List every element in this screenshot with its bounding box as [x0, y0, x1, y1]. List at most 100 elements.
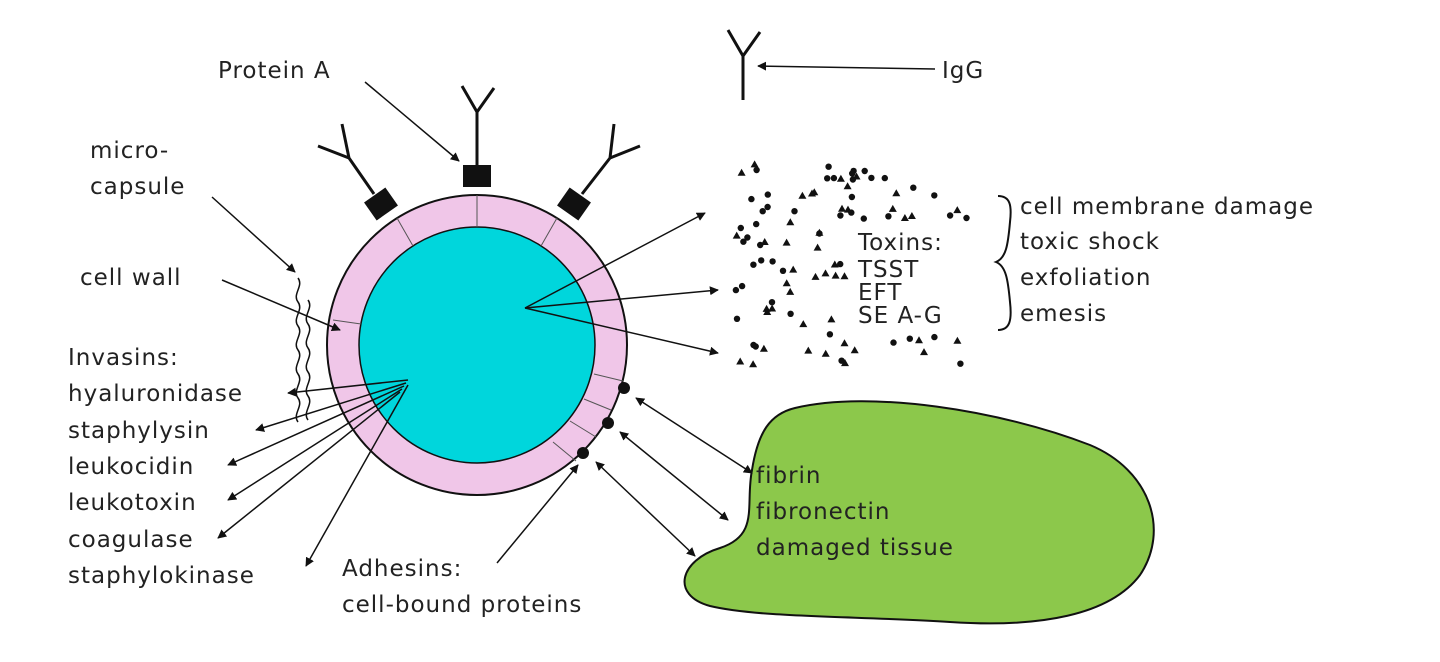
adhesins-label-line1: Adhesins:	[342, 556, 462, 582]
toxin-triangle	[840, 339, 849, 347]
toxins-heading: Toxins:	[857, 230, 943, 256]
toxin-dot	[764, 203, 771, 211]
toxin-triangle	[888, 204, 897, 212]
toxin-dot	[748, 195, 755, 203]
toxin-dot	[737, 224, 744, 232]
tissue-item: fibronectin	[756, 499, 890, 525]
toxin-dot	[931, 192, 938, 199]
toxin-dot	[890, 339, 897, 346]
toxin-triangle	[782, 238, 791, 246]
tissue-item: fibrin	[756, 463, 822, 489]
toxin-triangle	[799, 320, 808, 328]
toxin-dot	[768, 299, 776, 306]
toxin-triangle	[830, 260, 839, 268]
toxin-dot	[849, 176, 857, 183]
microcapsule-label-line1: micro-	[90, 138, 169, 164]
tissue-item: damaged tissue	[756, 535, 954, 561]
effect-item: exfoliation	[1020, 265, 1151, 291]
toxin-dot	[826, 331, 834, 338]
toxin-dot	[825, 163, 832, 170]
adhesins-label-line2: cell-bound proteins	[342, 592, 582, 618]
toxin-triangle	[843, 182, 852, 190]
damaged-tissue-area	[683, 400, 1155, 625]
toxin-dot	[750, 261, 757, 268]
toxin-dot	[733, 315, 741, 322]
cell-wall-arrow	[221, 279, 341, 331]
toxin-dot	[791, 208, 798, 215]
toxin-triangle	[732, 231, 741, 239]
toxin-triangle	[900, 214, 909, 221]
toxin-triangle	[760, 238, 769, 245]
toxin-dot	[837, 260, 844, 268]
toxin-dot	[830, 174, 838, 182]
toxin-dot	[848, 209, 855, 216]
toxin-triangle	[838, 204, 846, 212]
toxin-dot	[946, 212, 954, 219]
toxin-triangle	[808, 189, 816, 197]
toxin-dot	[963, 214, 970, 222]
invasin-item: coagulase	[68, 527, 194, 553]
microcapsule-fibers	[295, 277, 311, 423]
toxin-triangle	[831, 271, 840, 279]
toxin-triangle	[821, 269, 830, 277]
toxin-dot	[752, 343, 759, 350]
toxin-triangle	[813, 243, 822, 251]
toxin-dot	[824, 175, 831, 182]
toxin-triangle	[782, 279, 791, 287]
toxin-dot	[744, 234, 751, 241]
invasin-item: staphylokinase	[68, 563, 255, 589]
toxin-dot	[758, 257, 765, 264]
toxin-triangle	[840, 272, 849, 280]
toxin-triangle	[907, 212, 916, 219]
protein-a-arrow	[364, 81, 460, 162]
toxin-arrows	[524, 212, 719, 356]
igg-arrow	[757, 61, 936, 71]
toxin-dot	[769, 258, 776, 265]
invasins-heading: Invasins:	[68, 345, 179, 371]
adhesins-arrow	[496, 464, 579, 564]
toxin-dot	[957, 360, 964, 367]
toxin-dot	[732, 286, 740, 294]
microcapsule-arrow	[211, 196, 296, 273]
invasin-arrows	[217, 379, 409, 567]
wall-segments	[332, 195, 624, 462]
toxin-triangle	[953, 336, 962, 344]
toxin-dot	[931, 333, 938, 341]
cell-wall-label: cell wall	[80, 265, 182, 291]
toxin-triangle	[920, 348, 928, 356]
toxin-dot	[868, 174, 875, 182]
effect-item: emesis	[1020, 301, 1107, 327]
toxin-dot	[759, 208, 766, 215]
toxin-dot	[860, 215, 867, 222]
invasin-item: leukotoxin	[68, 490, 197, 516]
toxin-triangle	[798, 191, 807, 199]
toxin-triangle	[815, 228, 824, 236]
toxin-triangle	[750, 160, 759, 168]
toxin-triangle	[768, 304, 777, 312]
free-igg-antibody	[726, 29, 762, 100]
toxin-dot	[787, 310, 794, 317]
toxin-dot	[848, 193, 856, 201]
toxin-triangle	[786, 218, 795, 226]
cytoplasm	[358, 226, 596, 464]
toxin-triangle	[892, 189, 901, 197]
toxin-dot	[740, 238, 747, 245]
toxin-item: EFT	[858, 280, 902, 306]
toxin-dot	[849, 170, 856, 177]
toxin-triangle	[786, 287, 795, 295]
adhesin-binding-arrows	[595, 397, 753, 557]
toxin-dot	[753, 166, 760, 174]
toxin-triangle	[737, 168, 746, 176]
toxin-dot	[779, 267, 787, 274]
toxin-particles	[732, 160, 970, 368]
toxin-dot	[861, 167, 868, 175]
toxin-dot	[764, 191, 771, 198]
toxin-triangle	[836, 174, 845, 182]
microcapsule-label-line2: capsule	[90, 174, 185, 200]
protein-a-markers	[364, 165, 591, 221]
effect-item: cell membrane damage	[1020, 194, 1314, 220]
toxin-triangle	[953, 206, 962, 214]
toxin-dot	[910, 184, 917, 191]
igg-label: IgG	[942, 58, 984, 84]
toxin-triangle	[759, 344, 768, 352]
